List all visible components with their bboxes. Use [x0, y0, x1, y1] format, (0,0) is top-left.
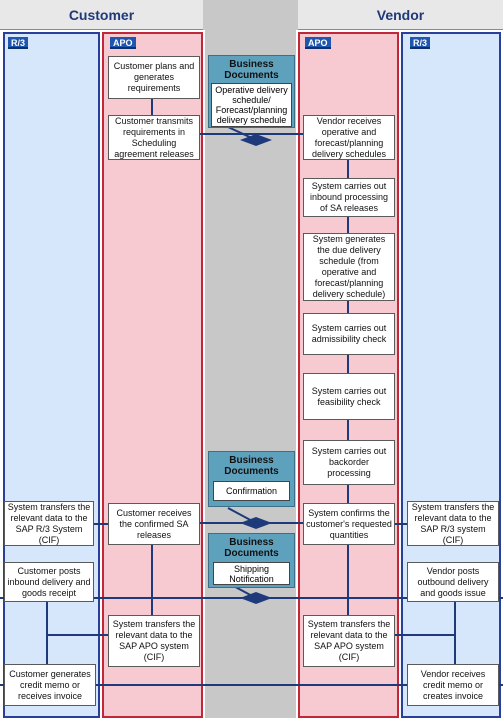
- vendor-header-label: Vendor: [376, 6, 425, 23]
- customer-r3-step: Customer generates credit memo or receiv…: [4, 664, 96, 706]
- connector: [347, 355, 349, 373]
- business-doc-schedule: Business Documents Operative delivery sc…: [208, 55, 295, 128]
- business-doc-confirmation: Business Documents Confirmation: [208, 451, 295, 507]
- vendor-r3-step: Vendor receives credit memo or creates i…: [407, 664, 499, 706]
- diamond-marker: [240, 517, 272, 529]
- connector: [454, 602, 456, 664]
- connector: [347, 217, 349, 233]
- business-doc-title: Business Documents: [224, 59, 279, 81]
- vendor-apo-step: System transfers the relevant data to th…: [303, 615, 395, 667]
- vendor-header: Vendor: [298, 0, 503, 30]
- business-doc-content: Confirmation: [213, 481, 290, 501]
- customer-r3-lane: [3, 32, 100, 718]
- customer-header: Customer: [0, 0, 203, 30]
- connector: [94, 523, 110, 525]
- vendor-apo-step: Vendor receives operative and forecast/p…: [303, 115, 395, 160]
- connector: [46, 602, 48, 664]
- diamond-marker: [240, 592, 272, 604]
- vendor-r3-step: System transfers the relevant data to th…: [407, 501, 499, 546]
- business-doc-title: Business Documents: [224, 537, 279, 559]
- connector: [347, 160, 349, 178]
- vendor-apo-step: System generates the due delivery schedu…: [303, 233, 395, 301]
- business-doc-content: Shipping Notification: [213, 562, 290, 585]
- vendor-r3-tag: R/3: [410, 37, 431, 49]
- customer-apo-tag: APO: [110, 37, 136, 49]
- connector: [395, 634, 455, 636]
- middle-header: [203, 0, 298, 30]
- connector: [46, 634, 108, 636]
- connector: [0, 684, 503, 686]
- customer-apo-step: Customer receives the confirmed SA relea…: [108, 503, 200, 545]
- diamond-marker: [240, 134, 272, 146]
- vendor-apo-step: System confirms the customer's requested…: [303, 503, 395, 545]
- connector: [347, 301, 349, 313]
- business-doc-title: Business Documents: [224, 455, 279, 477]
- connector: [347, 420, 349, 440]
- vendor-apo-step: System carries out backorder processing: [303, 440, 395, 485]
- vendor-apo-step: System carries out feasibility check: [303, 373, 395, 420]
- business-doc-content: Operative delivery schedule/ Forecast/pl…: [211, 83, 292, 127]
- business-doc-shipping: Business Documents Shipping Notification: [208, 533, 295, 588]
- connector: [393, 523, 409, 525]
- vendor-apo-tag: APO: [305, 37, 331, 49]
- customer-apo-step: System transfers the relevant data to th…: [108, 615, 200, 667]
- customer-r3-step: Customer posts inbound delivery and good…: [4, 562, 94, 602]
- vendor-apo-step: System carries out inbound processing of…: [303, 178, 395, 217]
- vendor-apo-step: System carries out admissibility check: [303, 313, 395, 355]
- customer-r3-tag: R/3: [8, 37, 29, 49]
- customer-header-label: Customer: [68, 6, 135, 23]
- vendor-r3-step: Vendor posts outbound delivery and goods…: [407, 562, 499, 602]
- connector: [347, 485, 349, 503]
- connector: [347, 545, 349, 615]
- customer-apo-step: Customer transmits requirements in Sched…: [108, 115, 200, 160]
- connector: [151, 545, 153, 615]
- documents-lane: [205, 30, 296, 718]
- connector: [151, 99, 153, 115]
- vendor-r3-lane: [401, 32, 501, 718]
- customer-apo-step: Customer plans and generates requirement…: [108, 56, 200, 99]
- customer-r3-step: System transfers the relevant data to th…: [4, 501, 94, 546]
